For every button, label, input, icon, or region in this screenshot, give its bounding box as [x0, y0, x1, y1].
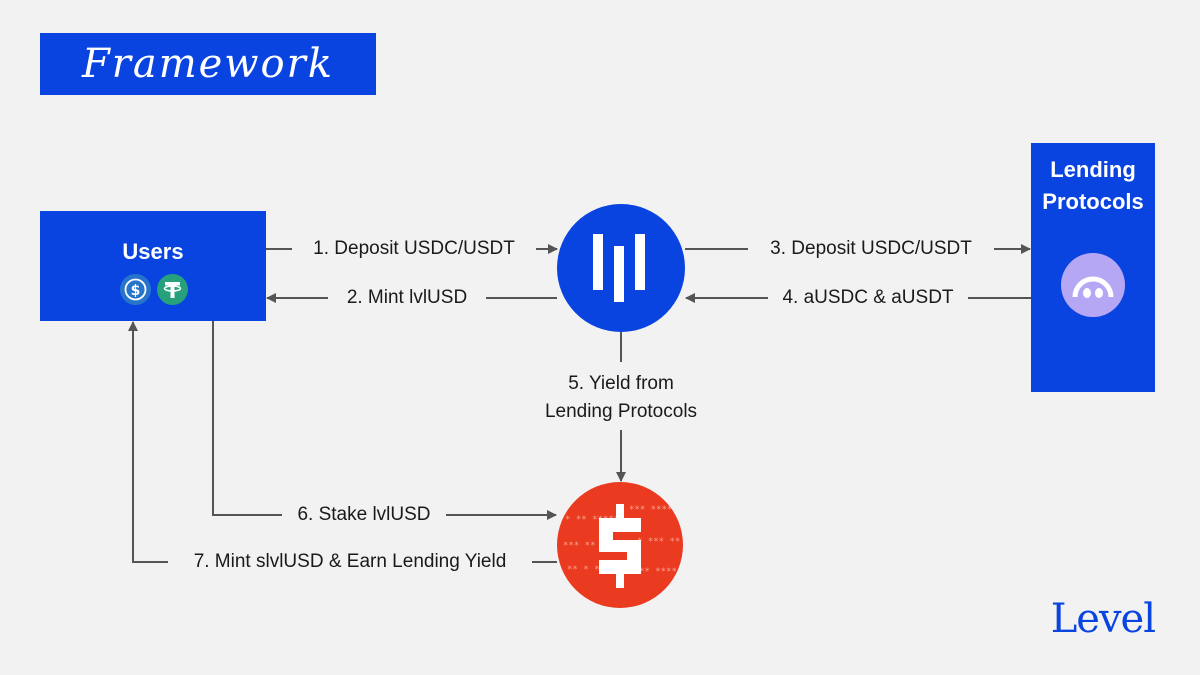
- lending-protocols-node: Lending Protocols: [1031, 143, 1155, 392]
- level-logo-icon: [593, 234, 645, 302]
- edge-5-label-line2: Lending Protocols: [544, 401, 698, 422]
- level-brand-logo: Level: [1050, 596, 1156, 642]
- edge-1-label: 1. Deposit USDC/USDT: [313, 238, 515, 259]
- svg-text:*** ** *: *** ** *: [563, 541, 606, 551]
- lending-protocols-label: Lending Protocols: [1031, 154, 1155, 218]
- lending-label-line1: Lending: [1050, 157, 1136, 182]
- edge-7-line-b: [128, 321, 168, 563]
- page-title: Framework: [81, 41, 334, 87]
- title-banner: Framework: [40, 33, 376, 95]
- usdc-icon: $: [120, 274, 151, 305]
- edge-6-line-a: [212, 321, 282, 516]
- svg-text:** ****: ** ****: [639, 567, 677, 577]
- svg-text:* ** *****: * ** *****: [565, 515, 619, 525]
- svg-text:$: $: [131, 283, 141, 299]
- slvlusd-hub-node: * ** ***** *** **** *** ** * * *** ** **…: [557, 482, 683, 608]
- lending-label-line2: Protocols: [1042, 189, 1144, 214]
- svg-text:** * ***: ** * ***: [567, 565, 610, 575]
- users-node: Users $: [40, 211, 266, 321]
- level-hub-node: [557, 204, 685, 332]
- edge-2-label: 2. Mint lvlUSD: [346, 287, 468, 308]
- users-label: Users: [122, 239, 184, 264]
- slvlusd-logo-icon: * ** ***** *** **** *** ** * * *** ** **…: [563, 504, 680, 588]
- svg-text:* *** **: * *** **: [637, 537, 680, 547]
- edge-6-label: 6. Stake lvlUSD: [297, 504, 431, 525]
- svg-text:*** ****: *** ****: [629, 505, 672, 515]
- edge-4-label: 4. aUSDC & aUSDT: [782, 287, 954, 308]
- usdt-icon: [157, 274, 188, 305]
- edge-7-label: 7. Mint slvlUSD & Earn Lending Yield: [193, 551, 507, 572]
- edge-3-label: 3. Deposit USDC/USDT: [770, 238, 972, 259]
- edge-5-label-line1: 5. Yield from: [568, 373, 674, 394]
- edge-5-label: 5. Yield from Lending Protocols: [520, 372, 722, 424]
- aave-ghost-icon: [1061, 253, 1125, 317]
